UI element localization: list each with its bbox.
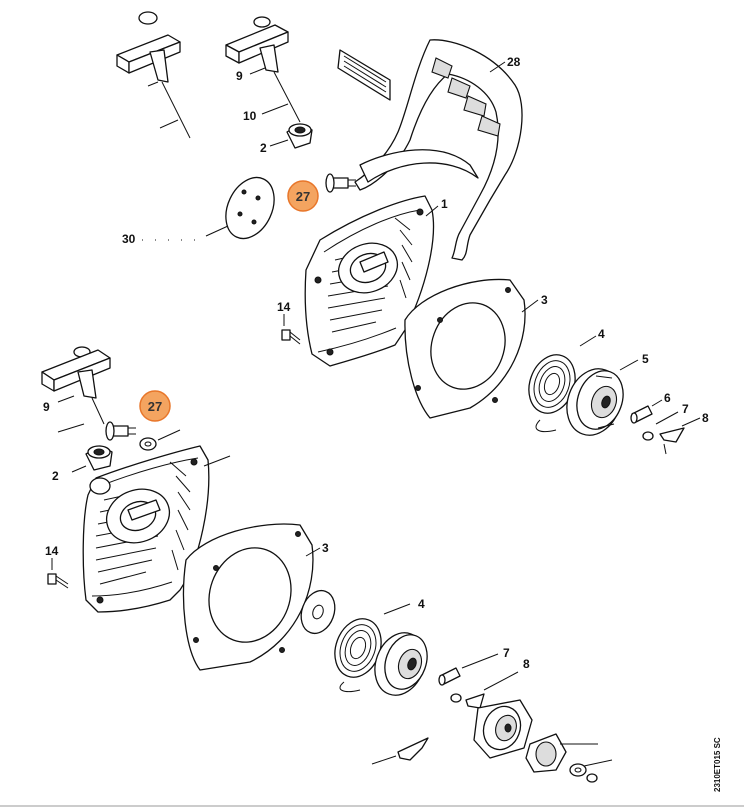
label-10-top: 10 <box>243 109 257 123</box>
screw-14-top <box>281 314 301 345</box>
fan-housing-bottom <box>82 445 231 613</box>
rewind-spring-bottom <box>334 603 411 693</box>
callout-27-bottom <box>139 390 171 422</box>
rope-guide-bush-bottom <box>85 445 113 471</box>
starter-grip-bottom <box>41 346 111 473</box>
washer-disc-hole <box>312 604 324 620</box>
label-2-bottom: 2 <box>52 469 59 483</box>
spring-cover-bottom <box>182 523 321 671</box>
cover-disc <box>142 176 275 241</box>
rewind-spring-top <box>528 335 597 433</box>
label-14-bottom: 14 <box>45 544 59 558</box>
label-2-top: 2 <box>260 141 267 155</box>
leader-clip-bottom <box>371 755 397 765</box>
label-30: 30 <box>122 232 136 246</box>
label-8-top: 8 <box>702 411 709 425</box>
leader-bottom-washer <box>583 759 613 767</box>
label-3-top: 3 <box>541 293 548 307</box>
pawl-carrier-bottom <box>473 699 533 759</box>
label-4-bottom: 4 <box>418 597 425 611</box>
hand-guard <box>337 39 523 261</box>
callout-27-bottom-text: 27 <box>148 399 162 414</box>
screw-27-bottom <box>105 421 181 451</box>
spare-starter-grip <box>116 11 191 139</box>
pin-washer-clip-bottom <box>438 653 519 709</box>
document-code: 2310ET015 SC <box>713 737 722 792</box>
callout-27-top <box>287 180 319 212</box>
label-3-bottom: 3 <box>322 541 329 555</box>
callout-27-top-text: 27 <box>296 189 310 204</box>
pawl-bottom <box>525 733 598 773</box>
fan-housing-top <box>304 195 439 367</box>
spring-cover-top <box>404 278 539 419</box>
label-4-top: 4 <box>598 327 605 341</box>
label-1: 1 <box>441 197 448 211</box>
rope-rotor-top <box>566 359 639 436</box>
label-7-bottom: 7 <box>503 646 510 660</box>
rope-guide-bush-top <box>286 123 313 149</box>
washer-bottom-b <box>586 773 598 783</box>
label-9-bottom: 9 <box>43 400 50 414</box>
label-14-top: 14 <box>277 300 291 314</box>
label-8-bottom: 8 <box>523 657 530 671</box>
label-28: 28 <box>507 55 521 69</box>
starter-grip-top <box>225 16 301 147</box>
pin-washer-clip-top <box>630 399 701 455</box>
screw-27-top <box>325 173 356 193</box>
label-7-top: 7 <box>682 402 689 416</box>
washer-disc-bottom <box>300 589 336 635</box>
label-9-top: 9 <box>236 69 243 83</box>
clip-bottom <box>397 737 429 761</box>
label-5-top: 5 <box>642 352 649 366</box>
rope-rotor-bottom <box>374 632 428 696</box>
washer-bottom-a <box>569 763 587 777</box>
screw-14-bottom <box>47 558 69 589</box>
label-6-top: 6 <box>664 391 671 405</box>
washer-bottom-a-hole <box>574 767 582 773</box>
